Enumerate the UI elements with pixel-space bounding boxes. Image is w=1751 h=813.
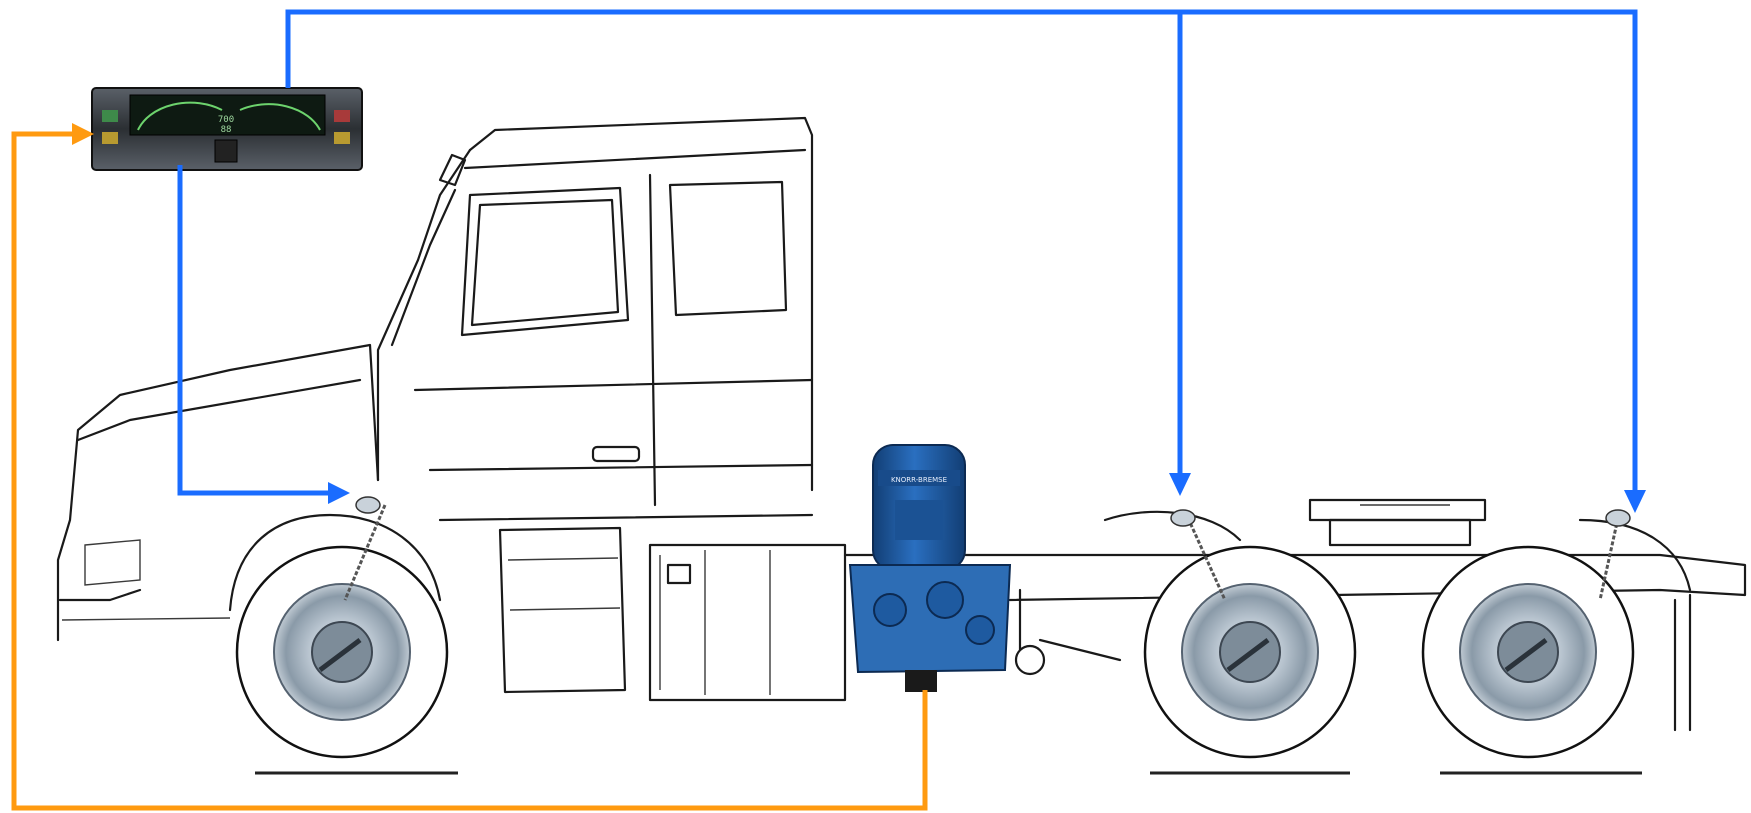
left-indicator-lamp <box>102 110 118 122</box>
panel-center-knob <box>215 140 237 162</box>
right-indicator-lamp <box>334 110 350 122</box>
rear-wheel-2 <box>1423 547 1633 757</box>
orange-wire-dryer-to-panel <box>14 134 925 808</box>
front-wheel <box>237 547 447 757</box>
arrow-to-panel <box>72 123 94 145</box>
blue-wire-to-front-brake <box>180 165 330 493</box>
panel-readout-left: 88 <box>221 125 232 135</box>
blue-wire-to-rear-brakes <box>288 12 1635 495</box>
panel-readout-center: 700 <box>218 115 234 125</box>
left-warning-lamp <box>102 132 118 144</box>
arrow-to-front-brake <box>328 482 350 504</box>
air-dryer: KNORR-BREMSE <box>850 445 1010 692</box>
rear-wheel-1 <box>1145 547 1355 757</box>
arrow-to-rear-1 <box>1169 473 1191 496</box>
instrument-panel: 700 88 <box>92 88 362 170</box>
air-dryer-brand: KNORR-BREMSE <box>891 476 947 484</box>
right-warning-lamp <box>334 132 350 144</box>
arrow-to-rear-2 <box>1624 490 1646 513</box>
